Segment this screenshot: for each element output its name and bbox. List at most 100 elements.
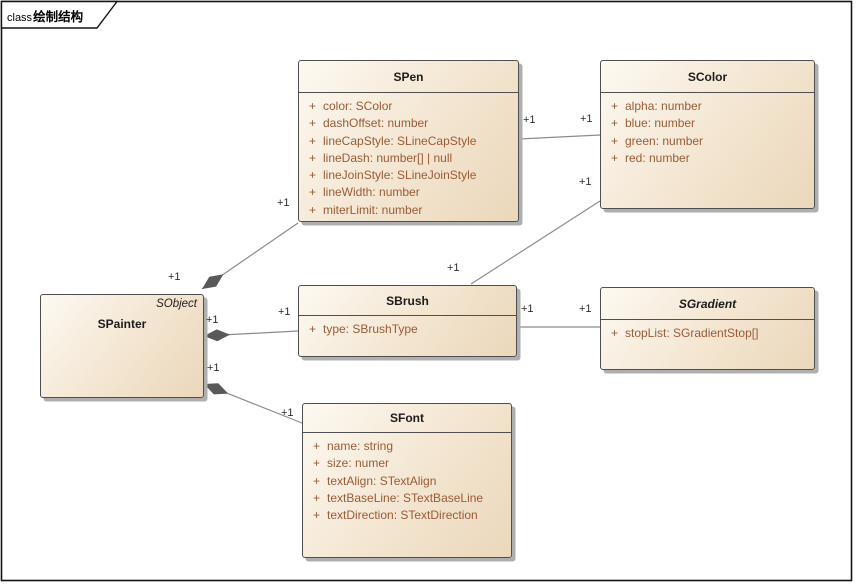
attribute-text: color: SColor: [323, 99, 393, 113]
multiplicity-label: +1: [281, 407, 294, 419]
attribute-text: lineDash: number[] | null: [323, 150, 453, 165]
connector-spainter-sbrush[interactable]: [203, 329, 299, 342]
multiplicity-label: +1: [207, 362, 220, 374]
attribute-row: + lineJoinStyle: SLineJoinStyle: [299, 167, 518, 184]
class-name: SGradient: [678, 296, 737, 311]
base-class-label: SObject: [156, 298, 197, 310]
attribute-text: lineJoinStyle: SLineJoinStyle: [323, 168, 477, 183]
class-name: SBrush: [386, 293, 429, 308]
visibility-marker: +: [313, 490, 321, 505]
multiplicity-label: +1: [521, 303, 534, 315]
composition-diamond-icon: [204, 383, 229, 395]
attributes-compartment: +color: SColor+dashOffset: number+lineCa…: [299, 92, 518, 219]
composition-diamond-icon: [202, 274, 224, 289]
attribute-text: lineCapStyle: SLineCapStyle: [323, 133, 477, 148]
attribute-row: + blue: number: [601, 115, 814, 132]
attribute-text: red: number: [625, 150, 690, 165]
class-name: SPen: [393, 69, 424, 84]
attributes-compartment: + type: SBrushType: [299, 315, 516, 338]
visibility-marker: +: [611, 150, 619, 165]
multiplicity-label: +1: [278, 306, 291, 318]
connector-spen-scolor[interactable]: [518, 134, 601, 140]
attributes-compartment: + stopList: SGradientStop[]: [601, 319, 814, 342]
class-name: SPainter: [97, 317, 147, 331]
visibility-marker: +: [309, 322, 317, 336]
attribute-row: + stopList: SGradientStop[]: [601, 325, 814, 342]
multiplicity-label: +1: [277, 197, 290, 209]
attributes-compartment: + alpha: number + blue: number + green: numbe…: [601, 92, 814, 167]
attribute-text: textDirection: STextDirection: [327, 508, 478, 523]
visibility-marker: +: [309, 133, 317, 148]
attribute-row: + lineWidth: number: [299, 184, 518, 201]
class-box-sfont[interactable]: SFont+name: string+size: numer+textAlign…: [302, 403, 512, 558]
attributes-compartment: +name: string+size: numer+textAlign: STe…: [303, 432, 511, 524]
attribute-row: + name: string: [303, 438, 511, 455]
visibility-marker: +: [309, 168, 317, 183]
visibility-marker: +: [611, 99, 619, 113]
attribute-row: + textAlign: STextAlign: [303, 473, 511, 490]
attribute-text: alpha: number: [625, 99, 702, 113]
diagram-frame-tab: [0, 0, 119, 29]
multiplicity-label: +1: [579, 176, 592, 188]
multiplicity-label: +1: [579, 303, 592, 315]
visibility-marker: +: [611, 133, 619, 148]
title-compartment: SPen: [299, 61, 518, 92]
visibility-marker: +: [313, 473, 321, 488]
visibility-marker: +: [309, 185, 317, 200]
attribute-text: green: number: [625, 133, 704, 148]
diagram-title: class绘制结构: [7, 6, 83, 26]
attribute-text: size: numer: [327, 456, 390, 471]
visibility-marker: +: [313, 439, 321, 453]
multiplicity-label: +1: [168, 271, 181, 283]
multiplicity-label: +1: [523, 114, 536, 126]
attribute-row: + lineDash: number[] | null: [299, 150, 518, 167]
title-compartment: SFont: [303, 404, 511, 432]
connector-sbrush-scolor[interactable]: [470, 200, 601, 285]
attribute-row: + type: SBrushType: [299, 321, 516, 338]
class-name: SColor: [687, 69, 728, 84]
visibility-marker: +: [611, 326, 619, 340]
title-compartment: SBrush: [299, 286, 516, 315]
attribute-text: blue: number: [625, 116, 696, 131]
visibility-marker: +: [309, 202, 317, 217]
visibility-marker: +: [309, 116, 317, 131]
attribute-row: + alpha: number: [601, 98, 814, 115]
attribute-text: name: string: [327, 439, 394, 453]
composition-diamond-icon: [204, 329, 230, 342]
attribute-text: type: SBrushType: [323, 322, 418, 336]
connector-line: [518, 134, 601, 140]
attribute-row: +textDirection: STextDirection: [303, 507, 511, 524]
class-box-scolor[interactable]: SColor + alpha: number + blue: number + green:…: [600, 60, 815, 209]
class-box-spen[interactable]: SPen+color: SColor+dashOffset: number+li…: [298, 60, 519, 222]
class-box-sgradient[interactable]: SGradient + stopList: SGradientStop[]: [600, 287, 815, 370]
attribute-row: + color: SColor: [299, 98, 518, 115]
visibility-marker: +: [309, 150, 317, 165]
title-compartment: SColor: [601, 61, 814, 92]
attribute-row: +miterLimit: number: [299, 202, 518, 219]
attribute-text: lineWidth: number: [323, 185, 420, 200]
multiplicity-label: +1: [580, 113, 593, 125]
class-box-sbrush[interactable]: SBrush + type: SBrushType: [298, 285, 517, 357]
attribute-row: +size: numer: [303, 455, 511, 472]
class-name: SFont: [390, 411, 424, 425]
frame-title-text: 绘制结构: [33, 10, 84, 24]
visibility-marker: +: [611, 116, 619, 131]
visibility-marker: +: [309, 99, 317, 113]
multiplicity-label: +1: [206, 314, 219, 326]
attribute-row: + green: number: [601, 133, 814, 150]
connector-line: [470, 200, 601, 285]
multiplicity-label: +1: [447, 262, 460, 274]
connector-spainter-spen[interactable]: [199, 222, 299, 294]
attribute-text: stopList: SGradientStop[]: [625, 326, 759, 340]
title-compartment: SGradient: [601, 288, 814, 319]
connector-spainter-sfont[interactable]: [202, 378, 303, 424]
attribute-row: + textBaseLine: STextBaseLine: [303, 490, 511, 507]
attribute-row: + red: number: [601, 150, 814, 167]
attribute-text: textAlign: STextAlign: [327, 473, 437, 488]
attribute-text: textBaseLine: STextBaseLine: [327, 490, 484, 505]
